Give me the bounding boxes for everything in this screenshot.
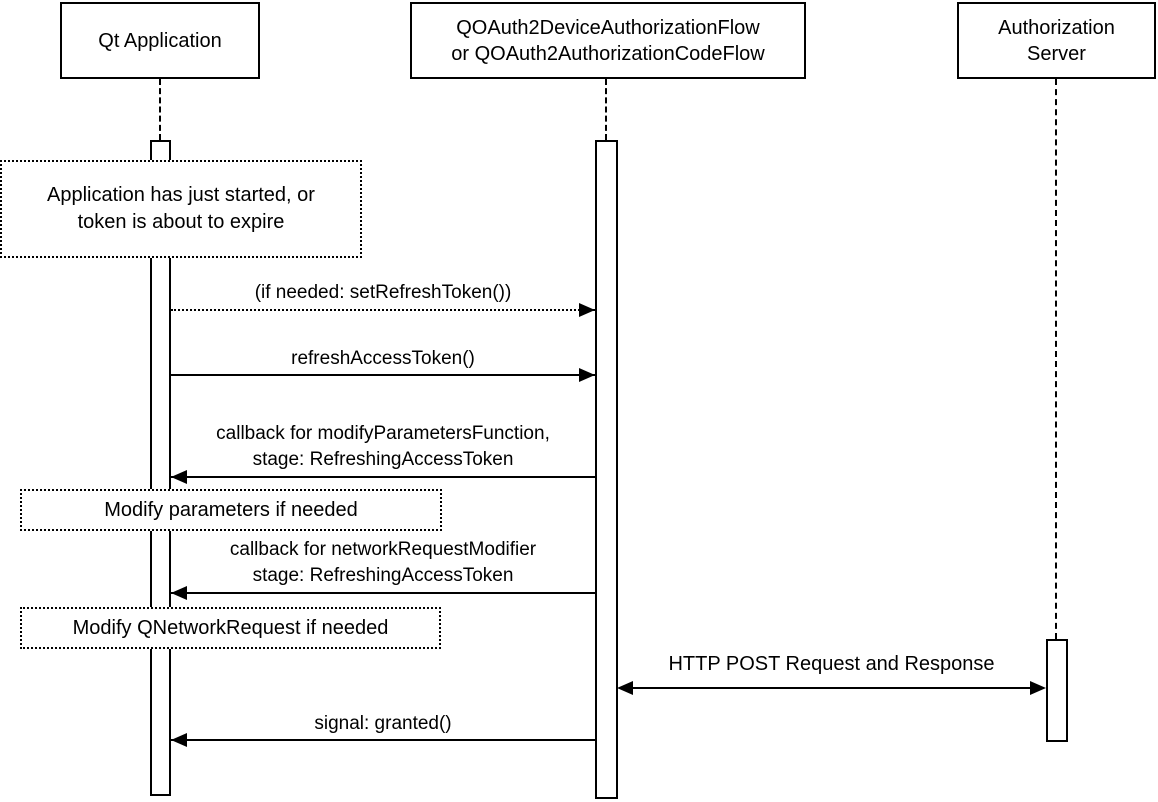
participant-qt-application: Qt Application: [60, 2, 260, 79]
message-line-set-refresh-token: [171, 309, 595, 311]
arrowhead-left-icon: [171, 733, 187, 747]
lifeline-qt-application: [159, 79, 161, 140]
participant-authorization-server: Authorization Server: [957, 2, 1156, 79]
arrowhead-left-icon: [617, 681, 633, 695]
lifeline-oauth-flow: [605, 79, 607, 140]
message-label-signal-granted: signal: granted(): [314, 713, 452, 734]
message-label-http-post: HTTP POST Request and Response: [668, 653, 995, 675]
message-line-http-post: [625, 687, 1038, 689]
message-label-modify-parameters-callback: callback for modifyParametersFunction, s…: [216, 423, 550, 470]
message-label-set-refresh-token: (if needed: setRefreshToken()): [254, 282, 512, 303]
message-label-refresh-access-token: refreshAccessToken(): [291, 348, 475, 369]
note-modify-qnetworkrequest: Modify QNetworkRequest if needed: [20, 607, 441, 649]
message-line-signal-granted: [171, 739, 595, 741]
participant-oauth-flow: QOAuth2DeviceAuthorizationFlow or QOAuth…: [410, 2, 806, 79]
arrowhead-left-icon: [171, 586, 187, 600]
note-modify-parameters: Modify parameters if needed: [20, 489, 442, 531]
activation-bar-authorization-server: [1046, 639, 1068, 742]
activation-bar-oauth-flow: [595, 140, 618, 799]
arrowhead-right-icon: [579, 303, 595, 317]
arrowhead-right-icon: [1030, 681, 1046, 695]
message-label-network-request-modifier-callback: callback for networkRequestModifier stag…: [229, 539, 537, 586]
arrowhead-left-icon: [171, 470, 187, 484]
message-line-refresh-access-token: [171, 374, 595, 376]
lifeline-authorization-server: [1055, 79, 1057, 639]
message-line-modify-parameters-callback: [171, 476, 595, 478]
note-application-started: Application has just started, or token i…: [0, 160, 362, 258]
arrowhead-right-icon: [579, 368, 595, 382]
message-line-network-request-modifier-callback: [171, 592, 595, 594]
